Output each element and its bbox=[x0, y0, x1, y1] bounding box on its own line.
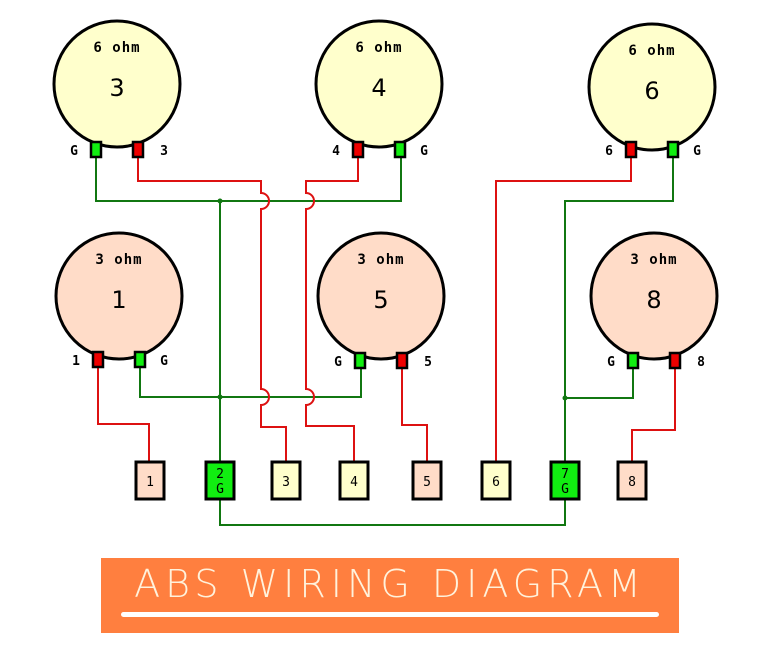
positive-terminal bbox=[624, 140, 638, 159]
pin-box bbox=[134, 460, 166, 501]
ground-terminal bbox=[133, 350, 147, 369]
ground-terminal-label: G bbox=[160, 354, 168, 369]
title-underline bbox=[121, 612, 659, 617]
pin-number: 6 bbox=[492, 475, 500, 490]
speaker-body bbox=[589, 231, 719, 361]
positive-terminal bbox=[395, 351, 409, 370]
ground-terminal-label: G bbox=[70, 144, 78, 159]
connector-pin-7: 7G bbox=[549, 460, 581, 501]
speaker-impedance: 6 ohm bbox=[355, 40, 402, 56]
speaker-body bbox=[316, 231, 446, 361]
positive-terminal-label: 3 bbox=[160, 144, 168, 159]
speaker-number: 4 bbox=[371, 74, 386, 102]
speaker-body bbox=[314, 19, 444, 149]
ground-wire-pin7 bbox=[564, 157, 674, 462]
connector-pin-3: 3 bbox=[270, 460, 302, 501]
pin-number: 4 bbox=[350, 475, 358, 490]
pin-box bbox=[204, 460, 236, 501]
positive-wire-speaker6 bbox=[495, 157, 632, 462]
connector-pin-2: 2G bbox=[204, 460, 236, 501]
speaker-body bbox=[54, 231, 184, 361]
pin-box bbox=[411, 460, 443, 501]
speaker-number: 1 bbox=[111, 286, 126, 314]
pin-number: 1 bbox=[146, 475, 154, 490]
speaker-impedance: 6 ohm bbox=[93, 40, 140, 56]
pin-box bbox=[616, 460, 648, 501]
connector-pin-8: 8 bbox=[616, 460, 648, 501]
ground-terminal-label: G bbox=[607, 355, 615, 370]
positive-terminal-label: 5 bbox=[424, 355, 432, 370]
ground-terminal bbox=[353, 351, 367, 370]
positive-wire-speaker5 bbox=[401, 368, 428, 462]
positive-wire-speaker8 bbox=[631, 368, 676, 462]
ground-terminal bbox=[666, 140, 680, 159]
positive-wire-speaker1 bbox=[97, 366, 150, 462]
ground-wire-speaker8 bbox=[565, 366, 634, 399]
speaker-body bbox=[52, 19, 182, 149]
positive-wire-speaker3 bbox=[137, 157, 287, 462]
pin-number: 5 bbox=[423, 475, 431, 490]
pin-ground-label: G bbox=[216, 482, 224, 497]
ground-junction-right bbox=[562, 395, 568, 401]
positive-terminal-label: 8 bbox=[697, 355, 705, 370]
connector-pin-1: 1 bbox=[134, 460, 166, 501]
positive-terminal bbox=[668, 351, 682, 370]
pin-box bbox=[480, 460, 512, 501]
speaker-number: 5 bbox=[373, 286, 388, 314]
ground-wire-link-2g-7g bbox=[219, 499, 566, 526]
speaker-impedance: 6 ohm bbox=[628, 43, 675, 59]
ground-terminal bbox=[626, 351, 640, 370]
ground-junction-top bbox=[217, 198, 223, 204]
pin-box bbox=[270, 460, 302, 501]
speaker-number: 6 bbox=[644, 77, 659, 105]
pin-number: 2 bbox=[216, 467, 224, 482]
speaker-number: 8 bbox=[646, 286, 661, 314]
ground-terminal bbox=[393, 140, 407, 159]
positive-terminal bbox=[91, 350, 105, 369]
diagram-title: ABS WIRING DIAGRAM bbox=[134, 562, 646, 606]
connector-pin-5: 5 bbox=[411, 460, 443, 501]
positive-terminal bbox=[351, 140, 365, 159]
connector-pin-6: 6 bbox=[480, 460, 512, 501]
positive-terminal-label: 1 bbox=[72, 354, 80, 369]
pin-ground-label: G bbox=[561, 482, 569, 497]
speaker-impedance: 3 ohm bbox=[95, 252, 142, 268]
speaker-impedance: 3 ohm bbox=[630, 252, 677, 268]
speaker-impedance: 3 ohm bbox=[357, 252, 404, 268]
ground-wire-bottom-bus bbox=[139, 366, 362, 398]
pin-box bbox=[338, 460, 370, 501]
ground-wire-top-bus bbox=[95, 156, 402, 202]
ground-junction-bottom bbox=[217, 394, 223, 400]
ground-terminal-label: G bbox=[693, 144, 701, 159]
pin-number: 7 bbox=[561, 467, 569, 482]
positive-terminal-label: 4 bbox=[332, 144, 340, 159]
wires bbox=[95, 156, 676, 526]
speaker-body bbox=[587, 22, 717, 152]
pin-number: 8 bbox=[628, 475, 636, 490]
ground-terminal-label: G bbox=[420, 144, 428, 159]
positive-wire-speaker4 bbox=[305, 156, 359, 462]
pin-box bbox=[549, 460, 581, 501]
ground-terminal bbox=[89, 140, 103, 159]
ground-terminal-label: G bbox=[334, 355, 342, 370]
connector-pin-4: 4 bbox=[338, 460, 370, 501]
positive-terminal bbox=[131, 140, 145, 159]
pin-number: 3 bbox=[282, 475, 290, 490]
positive-terminal-label: 6 bbox=[605, 144, 613, 159]
title-banner: ABS WIRING DIAGRAM bbox=[101, 558, 679, 633]
speaker-number: 3 bbox=[109, 74, 124, 102]
